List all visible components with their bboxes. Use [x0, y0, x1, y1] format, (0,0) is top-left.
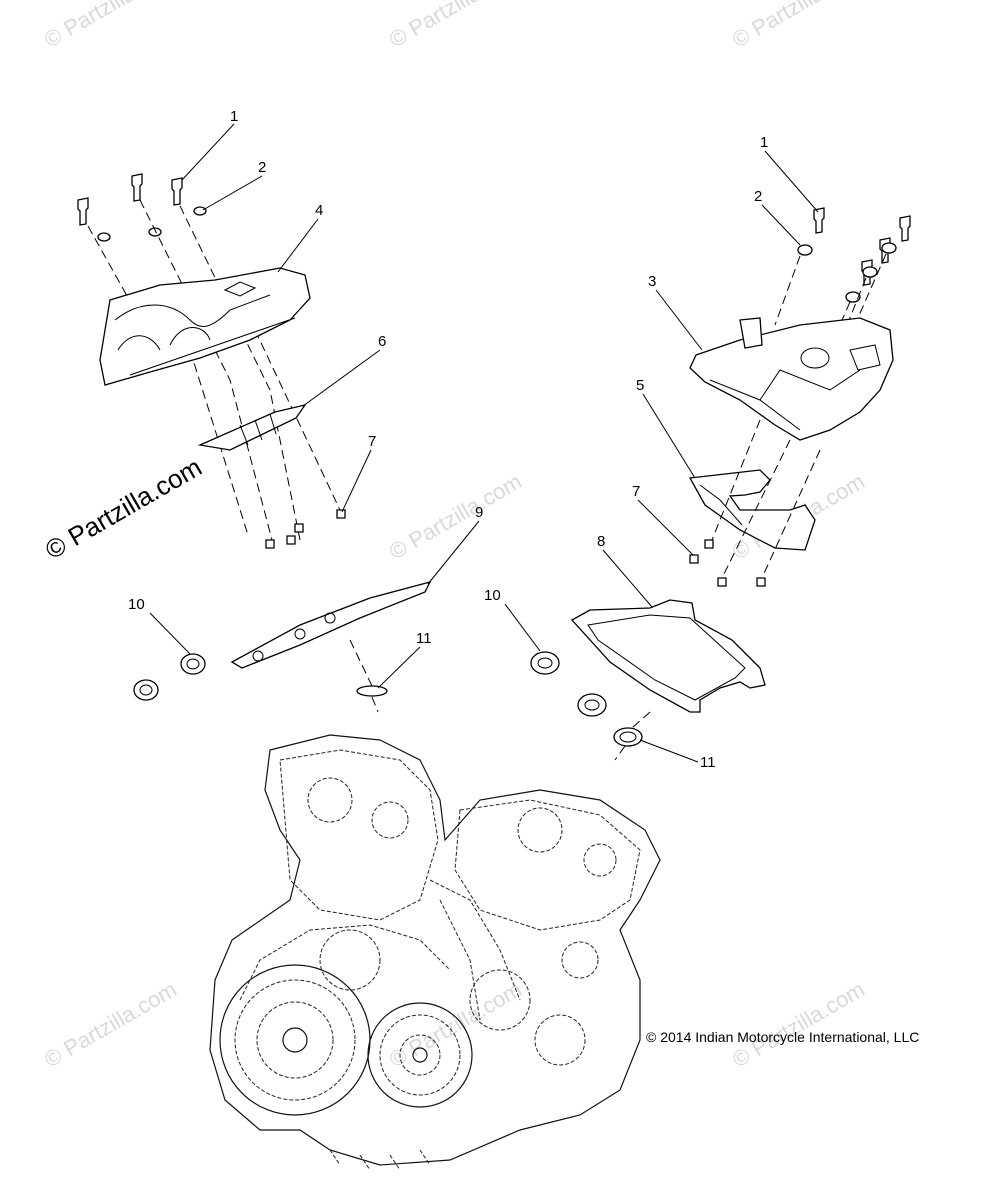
- left-washers: [97, 206, 207, 242]
- callout-left-2: 2: [258, 159, 266, 176]
- watermark-bottom-right: © Partzilla.com: [728, 977, 869, 1073]
- watermark-bottom-left: © Partzilla.com: [40, 977, 181, 1073]
- right-small-bolts: [689, 539, 766, 587]
- callout-left-4: 4: [315, 202, 323, 219]
- watermark-top-center: © Partzilla.com: [385, 0, 526, 52]
- left-gasket-6: [197, 403, 307, 451]
- watermarks: © Partzilla.com © Partzilla.com © Partzi…: [40, 0, 869, 1072]
- callout-left-11: 11: [416, 630, 432, 647]
- callout-left-1: 1: [230, 108, 238, 125]
- left-small-bolts: [265, 509, 346, 549]
- right-oring: [613, 727, 643, 747]
- callout-left-9: 9: [475, 504, 483, 521]
- right-washers: [797, 242, 897, 303]
- callout-left-6: 6: [378, 333, 386, 350]
- engine-block: [209, 734, 661, 1171]
- callout-right-3: 3: [648, 273, 656, 290]
- left-bolts: [77, 173, 183, 226]
- right-gasket-8: [570, 599, 766, 713]
- left-valve-cover: [99, 267, 311, 386]
- watermark-left-dark: © Partzilla.com: [40, 452, 207, 566]
- callout-right-7: 7: [632, 483, 640, 500]
- callout-left-7: 7: [368, 433, 376, 450]
- right-valve-cover: [689, 317, 894, 441]
- watermark-top-left: © Partzilla.com: [40, 0, 181, 52]
- watermark-top-right: © Partzilla.com: [728, 0, 869, 52]
- right-seals: [530, 651, 607, 717]
- copyright-notice: © 2014 Indian Motorcycle International, …: [646, 1029, 920, 1045]
- callout-right-11: 11: [700, 754, 716, 771]
- left-oring: [356, 685, 388, 697]
- callout-right-2: 2: [754, 188, 762, 205]
- right-assembly: 1 2 3 5 7 8 10 11: [484, 134, 911, 771]
- callout-right-5: 5: [636, 377, 644, 394]
- callout-right-1: 1: [760, 134, 768, 151]
- left-gasket-9: [230, 581, 432, 669]
- left-seals: [133, 653, 206, 701]
- callout-right-10: 10: [484, 587, 501, 604]
- callout-left-10: 10: [128, 596, 145, 613]
- callout-right-8: 8: [597, 533, 605, 550]
- left-assembly: 1 2 4 6 7 9 10 11: [77, 108, 483, 713]
- watermark-bottom-center: © Partzilla.com: [385, 977, 526, 1073]
